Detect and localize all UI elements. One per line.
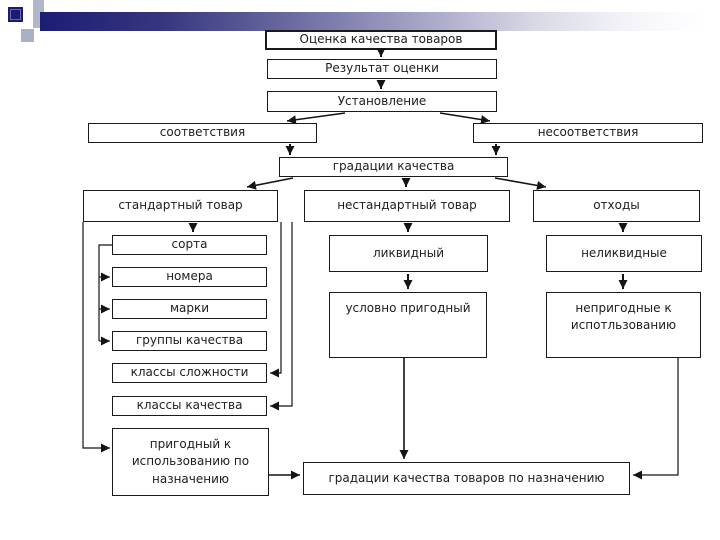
node-brands: марки	[112, 299, 267, 319]
node-quality-assessment: Оценка качества товаров	[265, 30, 497, 50]
arrow-establishment-to-nonconformity	[439, 112, 491, 125]
arrow-establishment-to-conformity	[286, 112, 346, 125]
arrow-to-complexity-classes	[270, 222, 282, 378]
line-grades-bracket	[98, 244, 112, 341]
arrow-to-fit-for-use	[82, 222, 110, 453]
node-conditionally-fit: условно пригодный	[329, 292, 487, 358]
arrow-gradations-to-waste	[494, 177, 547, 190]
arrow-to-quality-classes	[270, 222, 293, 411]
node-quality-classes: классы качества	[112, 396, 267, 416]
decor-light-square	[21, 29, 34, 42]
decor-light-rect	[33, 0, 44, 28]
node-assessment-result: Результат оценки	[267, 59, 497, 79]
arrow-gradations-to-standard	[246, 177, 294, 190]
node-unfit-for-use: непригодные к испотльзованию	[546, 292, 701, 358]
node-nonconformity: несоответствия	[473, 123, 703, 143]
node-fit-for-use: пригодный к использованию по назначению	[112, 428, 269, 496]
node-quality-gradations: градации качества	[279, 157, 508, 177]
node-conformity: соответствия	[88, 123, 317, 143]
node-nonstandard-goods: нестандартный товар	[304, 190, 510, 222]
node-quality-groups: группы качества	[112, 331, 267, 351]
node-numbers: номера	[112, 267, 267, 287]
decor-gradient-bar	[40, 12, 704, 31]
node-complexity-classes: классы сложности	[112, 363, 267, 383]
node-standard-goods: стандартный товар	[83, 190, 278, 222]
node-liquid: ликвидный	[329, 235, 488, 272]
node-establishment: Установление	[267, 91, 497, 112]
arrow-unfit-to-bottom	[633, 358, 679, 480]
node-illiquid: неликвидные	[546, 235, 702, 272]
decor-navy-square	[8, 7, 23, 22]
node-gradations-by-purpose: градации качества товаров по назначению	[303, 462, 630, 495]
node-grades: сорта	[112, 235, 267, 255]
node-waste: отходы	[533, 190, 700, 222]
